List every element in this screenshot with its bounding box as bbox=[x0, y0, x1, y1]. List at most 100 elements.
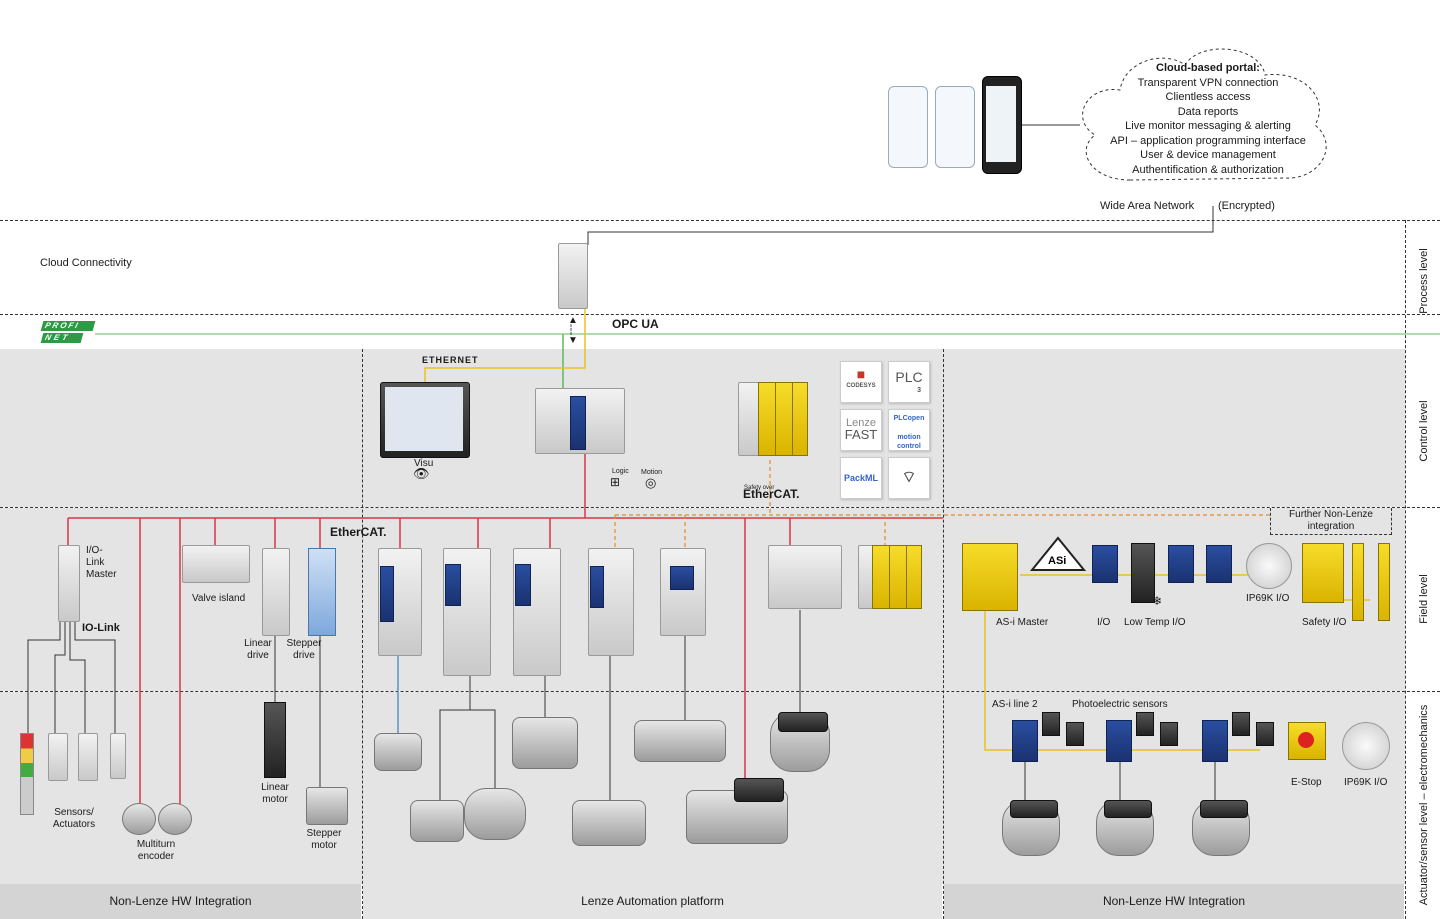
safety-module-2 bbox=[775, 382, 793, 456]
opcua-logo: OPC UA bbox=[612, 317, 659, 331]
low-temp-io-label: Low Temp I/O bbox=[1124, 617, 1186, 628]
linear-motor-device bbox=[264, 702, 286, 778]
estop-button bbox=[1298, 732, 1314, 748]
photoelectric-sensor-5 bbox=[1232, 712, 1250, 736]
sensor-2 bbox=[78, 733, 98, 781]
motor-mounted-inverter bbox=[734, 778, 784, 802]
low-temp-io-device bbox=[1131, 543, 1155, 603]
asi-master-label: AS-i Master bbox=[996, 617, 1049, 628]
ip69k-io-field bbox=[1246, 543, 1292, 589]
asi-master-device bbox=[962, 543, 1018, 611]
light-curtain-2 bbox=[1378, 543, 1390, 621]
signal-tower bbox=[20, 733, 34, 815]
motion-label: Motion bbox=[641, 469, 663, 476]
valve-island-label: Valve island bbox=[192, 593, 246, 604]
asi-motor-3-top bbox=[1200, 800, 1248, 818]
cloud-line-6: User & device management bbox=[1140, 149, 1276, 161]
logic-label: Logic bbox=[612, 468, 629, 475]
light-curtain-1 bbox=[1352, 543, 1364, 621]
safety-io-module-2 bbox=[889, 545, 907, 609]
servo-motor-4 bbox=[572, 800, 646, 846]
process-level-label: Process level bbox=[1418, 248, 1430, 314]
cloud-line-4: Live monitor messaging & alerting bbox=[1125, 120, 1291, 132]
footer-left: Non-Lenze HW Integration bbox=[0, 884, 361, 919]
servo-inverter-1-panel bbox=[380, 566, 394, 622]
control-level-label: Control level bbox=[1418, 400, 1430, 462]
safety-io-field-device bbox=[1302, 543, 1344, 603]
ethernet-label: ETHERNET bbox=[422, 355, 479, 365]
safety-controller bbox=[738, 382, 760, 456]
sensors-actuators-label: Sensors/ Actuators bbox=[52, 807, 96, 830]
profinet-logo: PROFI NET bbox=[40, 321, 97, 345]
stepper-drive-label: Stepper drive bbox=[286, 638, 322, 661]
photoelectric-sensor-6 bbox=[1256, 722, 1274, 746]
phone-screen-3 bbox=[986, 86, 1016, 162]
multiturn-encoder-label: Multiturn encoder bbox=[136, 839, 176, 862]
iolink-master-device bbox=[58, 545, 80, 622]
codesys-logo: ■CODESYS bbox=[840, 361, 882, 403]
column-divider-left bbox=[362, 349, 363, 919]
gateway-arrows: ▲┆▼ bbox=[568, 315, 578, 346]
cloud-shape bbox=[1082, 48, 1327, 181]
separator-field-actuator bbox=[0, 691, 1440, 692]
io-module-3 bbox=[1206, 545, 1232, 583]
safety-io-module-3 bbox=[906, 545, 922, 609]
safety-io-module-1 bbox=[872, 545, 890, 609]
valve-island-device bbox=[182, 545, 250, 583]
linear-drive-device bbox=[262, 548, 290, 636]
level-label-divider bbox=[1405, 220, 1406, 919]
gear-motor-1 bbox=[634, 720, 726, 762]
sensor-3 bbox=[110, 733, 126, 779]
packml-logo: PackML bbox=[840, 457, 882, 499]
io-system bbox=[768, 545, 842, 609]
io-module-1 bbox=[1092, 545, 1118, 583]
cloud-line-1: Transparent VPN connection bbox=[1137, 77, 1279, 89]
photoelectric-sensor-3 bbox=[1136, 712, 1154, 736]
photoelectric-sensor-2 bbox=[1066, 722, 1084, 746]
asi-io-3 bbox=[1202, 720, 1228, 762]
servo-motor-1 bbox=[374, 733, 422, 771]
svg-text:ASi: ASi bbox=[1048, 555, 1066, 567]
robotics-logo: ⌔ bbox=[888, 457, 930, 499]
safety-io-label: Safety I/O bbox=[1302, 617, 1347, 628]
servo-motor-3 bbox=[512, 717, 578, 769]
multiturn-encoder-1 bbox=[122, 803, 156, 835]
asi-io-1 bbox=[1012, 720, 1038, 762]
photoelectric-sensor-1 bbox=[1042, 712, 1060, 736]
photoelectric-sensor-4 bbox=[1160, 722, 1178, 746]
ip69k-io-actuator-label: IP69K I/O bbox=[1344, 777, 1388, 788]
further-integration-label: Further Non-Lenze integration bbox=[1289, 509, 1373, 532]
wan-label: Wide Area Network bbox=[1100, 200, 1195, 212]
frequency-inverter-panel bbox=[670, 566, 694, 590]
io-label: I/O bbox=[1097, 617, 1111, 628]
visu-label: Visu bbox=[414, 458, 434, 469]
field-level-label: Field level bbox=[1418, 574, 1430, 624]
cloud-title: Cloud-based portal: bbox=[1156, 62, 1260, 74]
asi-motor-2-top bbox=[1104, 800, 1152, 818]
three-phase-motor-1 bbox=[464, 788, 526, 840]
three-phase-motor-2-top bbox=[778, 712, 828, 732]
stepper-drive-device bbox=[308, 548, 336, 636]
multiturn-encoder-2 bbox=[158, 803, 192, 835]
estop-label: E-Stop bbox=[1291, 777, 1322, 788]
linear-drive-label: Linear drive bbox=[244, 638, 272, 661]
sensor-1 bbox=[48, 733, 68, 781]
ip69k-io-field-label: IP69K I/O bbox=[1246, 593, 1290, 604]
stepper-motor-label: Stepper motor bbox=[306, 828, 342, 851]
servo-inverter-3-panel bbox=[515, 564, 531, 606]
phone-image-2 bbox=[935, 86, 975, 168]
wan-encrypted: (Encrypted) bbox=[1218, 200, 1275, 212]
servo-inverter-4-panel bbox=[590, 566, 604, 608]
actuator-level-label: Actuator/sensor level – electromechanics bbox=[1418, 704, 1430, 906]
cloud-line-3: Data reports bbox=[1177, 106, 1239, 118]
cloud-line-5: API – application programming interface bbox=[1110, 135, 1306, 147]
separator-control-field bbox=[0, 507, 1440, 508]
servo-motor-2 bbox=[410, 800, 464, 842]
eye-icon: 👁 bbox=[413, 466, 430, 481]
linear-motor-label: Linear motor bbox=[261, 782, 289, 805]
snowflake-icon: ❄ bbox=[1152, 594, 1163, 608]
